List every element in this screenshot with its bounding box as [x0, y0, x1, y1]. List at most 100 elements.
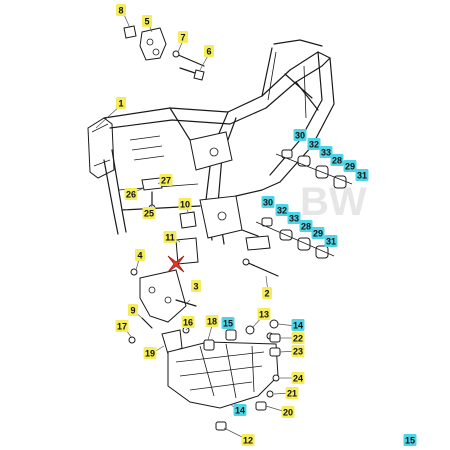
callout-7: 7	[178, 31, 188, 43]
left-side-small-parts	[141, 177, 197, 229]
callout-tag-bg	[128, 304, 138, 316]
callout-1: 1	[116, 97, 126, 109]
callout-number: 2	[264, 288, 269, 298]
callout-tag-bg	[403, 434, 417, 446]
top-mount-brackets	[123, 25, 205, 81]
callout-tag-bg	[319, 146, 333, 158]
callout-number: 29	[313, 228, 323, 238]
callout-tag-bg	[116, 4, 126, 16]
callout-number: 16	[183, 317, 193, 327]
callout-tag-bg	[343, 160, 357, 172]
callout-17: 17	[115, 320, 129, 332]
callout-number: 29	[345, 161, 355, 171]
callout-number: 9	[130, 305, 135, 315]
callout-31: 31	[355, 169, 369, 181]
callout-tag-bg	[311, 227, 325, 239]
callout-14: 14	[291, 319, 305, 331]
callout-number: 13	[259, 309, 269, 319]
callout-30: 30	[261, 196, 275, 208]
callout-10: 10	[178, 198, 192, 210]
callout-number: 10	[180, 199, 190, 209]
callout-28: 28	[299, 220, 313, 232]
callout-25: 25	[142, 207, 156, 219]
callout-27: 27	[159, 174, 173, 186]
callout-23: 23	[291, 345, 305, 357]
callout-number: 33	[289, 213, 299, 223]
callout-19: 19	[143, 347, 157, 359]
callout-tag-bg	[221, 317, 235, 329]
callout-number: 20	[283, 407, 293, 417]
callout-tag-bg	[115, 320, 129, 332]
upper-engine-mount-stack	[275, 149, 353, 189]
center-engine-bracket	[130, 237, 279, 323]
callout-15: 15	[221, 317, 235, 329]
callout-number: 15	[405, 435, 415, 445]
callout-number: 31	[357, 170, 367, 180]
callout-tag-bg	[299, 220, 313, 232]
callout-tag-bg	[124, 188, 138, 200]
callout-number: 14	[293, 320, 303, 330]
callout-21: 21	[285, 387, 299, 399]
callout-tag-bg	[233, 404, 247, 416]
callout-number: 8	[118, 5, 123, 15]
callout-20: 20	[281, 406, 295, 418]
callout-tag-bg	[257, 308, 271, 320]
main-frame	[87, 39, 335, 251]
callout-tag-bg	[142, 15, 152, 27]
callout-28: 28	[330, 154, 344, 166]
callout-number: 7	[180, 32, 185, 42]
callout-tag-bg	[293, 129, 307, 141]
right-hardware-column	[215, 319, 281, 431]
callout-tag-bg	[163, 231, 177, 243]
callout-tag-bg	[143, 347, 157, 359]
callout-number: 24	[293, 373, 303, 383]
callout-6: 6	[204, 45, 214, 57]
callout-tag-bg	[291, 345, 305, 357]
callout-33: 33	[287, 212, 301, 224]
callout-number: 30	[295, 130, 305, 140]
callout-number: 28	[332, 155, 342, 165]
callout-tag-bg	[178, 31, 188, 43]
callout-5: 5	[142, 15, 152, 27]
callout-tag-bg	[241, 434, 255, 446]
callout-number: 26	[126, 189, 136, 199]
callout-number: 1	[118, 98, 123, 108]
callout-tag-bg	[178, 198, 192, 210]
callout-number: 28	[301, 221, 311, 231]
callout-number: 15	[223, 318, 233, 328]
callout-number: 14	[235, 405, 245, 415]
callout-2: 2	[262, 287, 272, 299]
callout-number: 5	[144, 16, 149, 26]
callout-number: 6	[206, 46, 211, 56]
callout-tag-bg	[307, 138, 321, 150]
callout-24: 24	[291, 372, 305, 384]
callout-26: 26	[124, 188, 138, 200]
callout-tag-bg	[262, 287, 272, 299]
callout-number: 33	[321, 147, 331, 157]
callout-tag-bg	[116, 97, 126, 109]
callout-tag-bg	[324, 235, 338, 247]
callout-number: 32	[277, 205, 287, 215]
callout-tag-bg	[159, 174, 173, 186]
callout-number: 17	[117, 321, 127, 331]
callout-tag-bg	[275, 204, 289, 216]
callout-number: 32	[309, 139, 319, 149]
callout-number: 4	[137, 250, 142, 260]
callout-number: 23	[293, 346, 303, 356]
callout-tag-bg	[291, 372, 305, 384]
callout-4: 4	[135, 249, 145, 261]
callout-tag-bg	[181, 316, 195, 328]
callout-11: 11	[163, 231, 177, 243]
callout-18: 18	[205, 315, 219, 327]
callout-15: 15	[403, 434, 417, 446]
callout-tag-bg	[261, 196, 275, 208]
callout-33: 33	[319, 146, 333, 158]
callout-29: 29	[343, 160, 357, 172]
callout-number: 25	[144, 208, 154, 218]
callout-tag-bg	[355, 169, 369, 181]
callout-30: 30	[293, 129, 307, 141]
callout-number: 21	[287, 388, 297, 398]
callout-tag-bg	[291, 319, 305, 331]
callout-number: 3	[193, 281, 198, 291]
